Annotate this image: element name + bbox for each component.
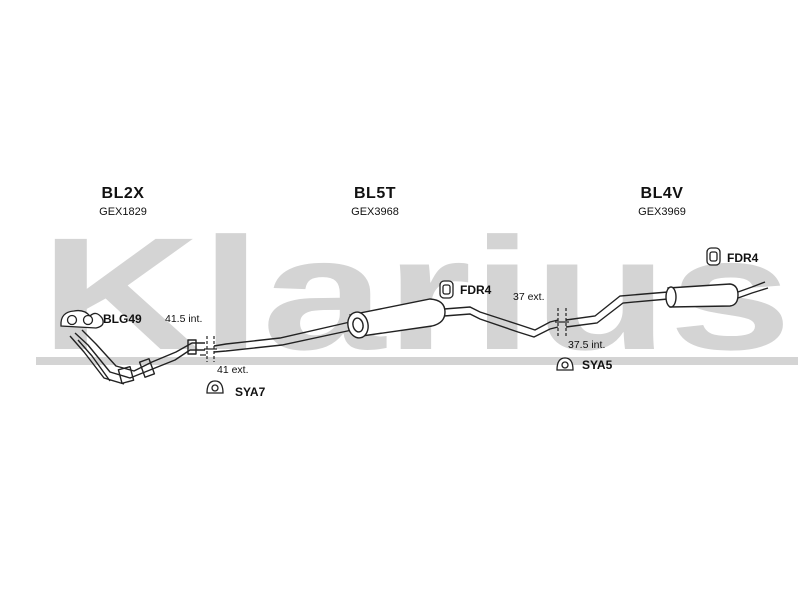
part-label-rubber-right: FDR4 [727, 251, 759, 265]
rubber-mount-icon [706, 247, 721, 266]
section-code-centre: BL5T [354, 185, 396, 202]
front-downpipe [69, 329, 205, 385]
centre-silencer [347, 298, 446, 339]
rear-silencer [665, 281, 769, 308]
rubber-mount-icon [439, 280, 454, 299]
watermark: Klarius [36, 204, 798, 383]
hanger-icon [206, 380, 224, 394]
hanger-icon [556, 357, 574, 371]
dimension-joint1-int: 41.5 int. [165, 313, 203, 325]
centre-tailpipe [443, 306, 559, 338]
section-ref-rear: GEX3969 [638, 206, 686, 218]
part-label-rubber-mid: FDR4 [460, 283, 492, 297]
dimension-joint2-ext: 37 ext. [513, 291, 545, 303]
dimension-joint1-ext: 41 ext. [217, 364, 249, 376]
section-ref-front: GEX1829 [99, 206, 147, 218]
section-ref-centre: GEX3968 [351, 206, 399, 218]
dimension-joint2-int: 37.5 int. [568, 339, 606, 351]
rear-pipe [565, 291, 669, 328]
section-code-front: BL2X [101, 185, 145, 202]
joint-clamp-right [555, 308, 569, 336]
section-code-rear: BL4V [640, 185, 684, 202]
intermediate-pipe [213, 321, 353, 353]
part-label-gasket: BLG49 [103, 312, 142, 326]
joint-clamp-left [200, 336, 217, 362]
part-label-hanger-left: SYA7 [235, 385, 266, 399]
part-label-hanger-right: SYA5 [582, 358, 613, 372]
gasket-icon [60, 309, 104, 329]
